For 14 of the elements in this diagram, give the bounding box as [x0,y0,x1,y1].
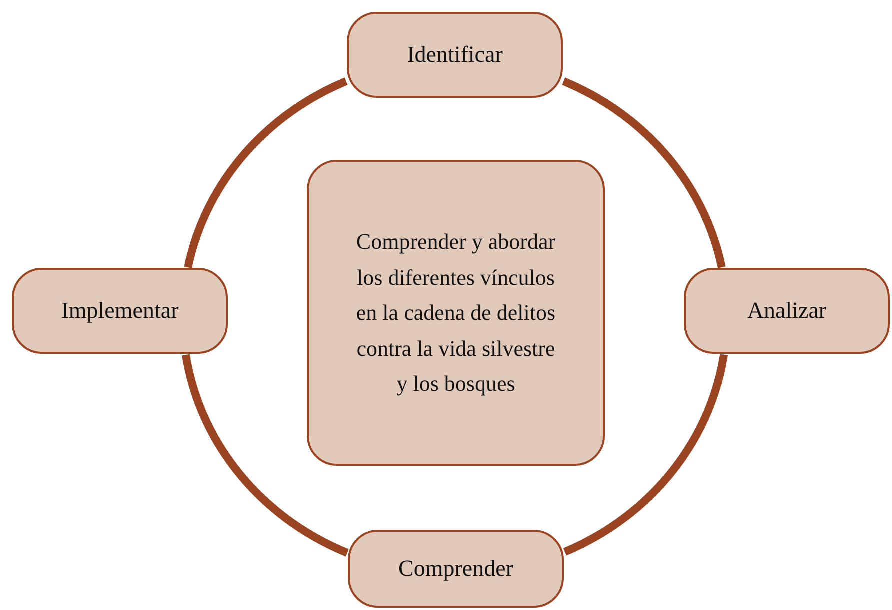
step-box [12,268,228,354]
cycle-arc [182,352,350,557]
step-box [348,530,564,608]
cycle-arc [562,352,728,556]
cycle-arc [184,78,350,271]
center-box [307,160,605,466]
cycle-arc [560,78,726,271]
step-label: Analizar [747,298,827,324]
step-label: Identificar [407,42,503,68]
step-box [347,12,563,98]
step-label: Comprender [398,556,514,582]
step-box [684,268,890,354]
step-label: Comprender y abordar los diferentes vínculos en la cadena de delitos contra la vida silvestre y los bosques [356,228,556,398]
step-label: Implementar [61,298,179,324]
